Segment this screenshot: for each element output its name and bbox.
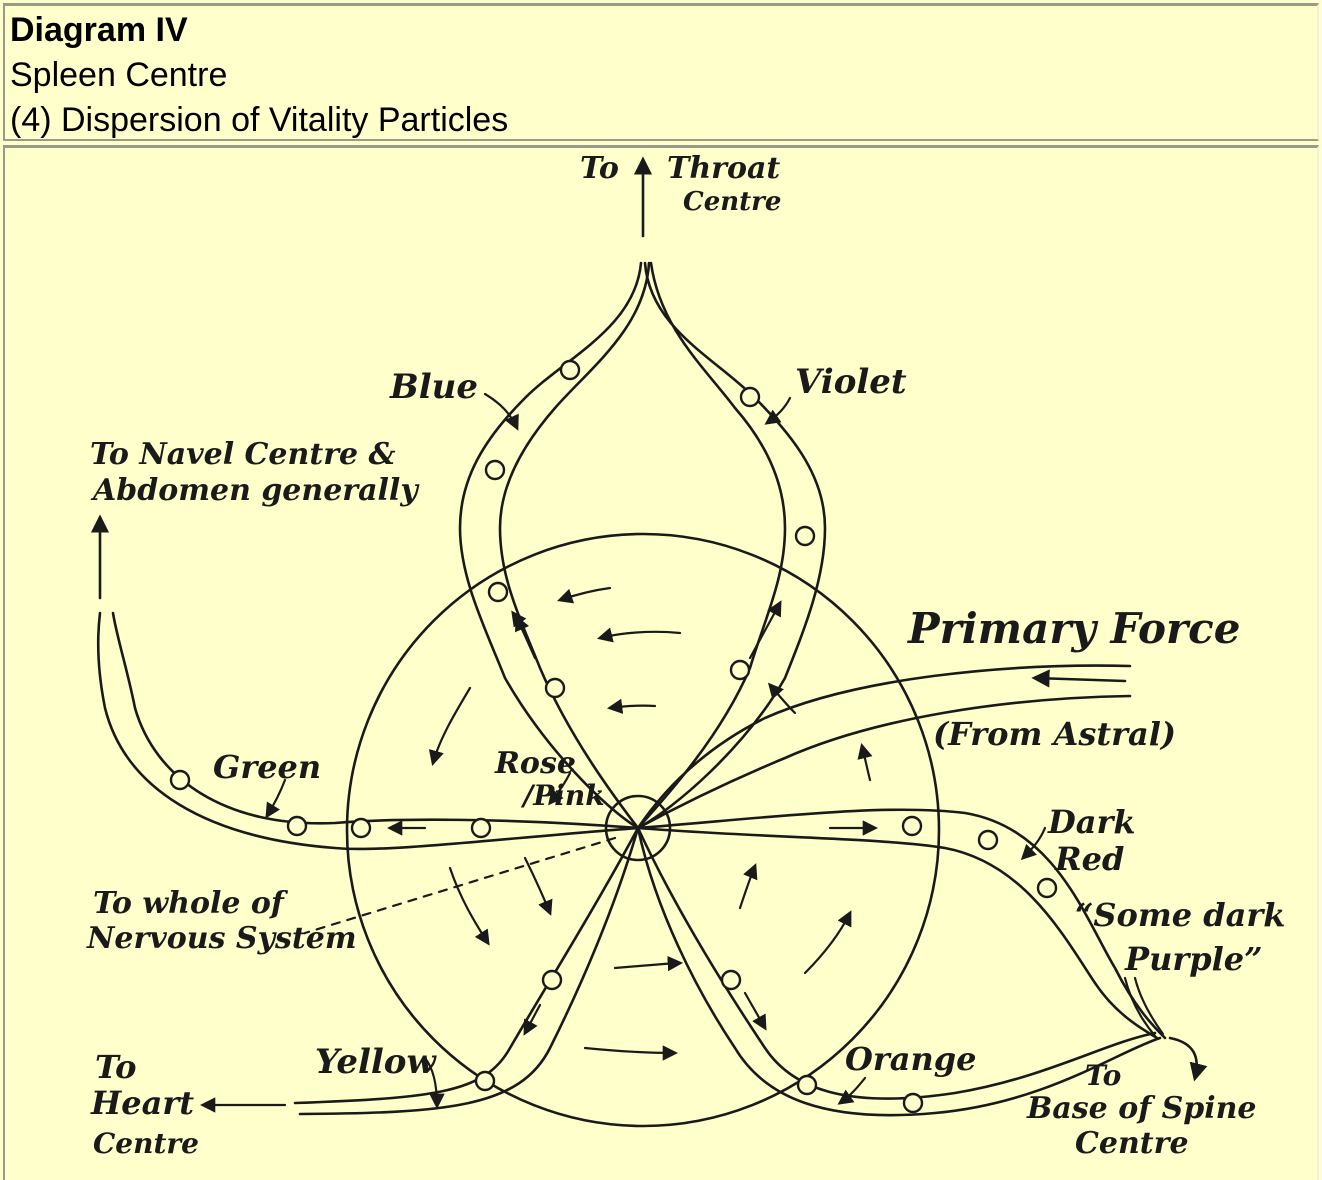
label-dark: Dark	[1047, 803, 1136, 841]
spine-arrow	[1170, 1038, 1197, 1078]
label-pink: /Pink	[520, 779, 605, 812]
label-green: Green	[213, 748, 321, 786]
primary-force-arrow	[1035, 678, 1125, 681]
label-spine-to: To	[1085, 1059, 1121, 1092]
label-primary-force: Primary Force	[907, 604, 1240, 653]
label-throat: Throat	[667, 151, 780, 186]
bead	[543, 971, 561, 989]
spleen-wheel-circle	[347, 534, 939, 1126]
bead	[288, 817, 306, 835]
label-navel-1: To Navel Centre &	[90, 437, 396, 472]
bead	[486, 461, 504, 479]
label-heart-to: To	[95, 1048, 136, 1086]
label-base-of-spine: Base of Spine	[1026, 1091, 1257, 1126]
label-violet: Violet	[795, 362, 907, 402]
bead	[476, 1072, 494, 1090]
green-channel-outer	[98, 613, 638, 849]
label-rose: Rose	[494, 746, 576, 781]
label-purple: Purple”	[1124, 940, 1262, 978]
bead	[472, 819, 490, 837]
diagram-subtitle: Spleen Centre	[10, 53, 1317, 98]
diagram-header: Diagram IV Spleen Centre (4) Dispersion …	[3, 3, 1319, 141]
label-to-throat: To	[580, 151, 619, 186]
label-yellow: Yellow	[315, 1042, 437, 1082]
diagram-title: Diagram IV	[10, 8, 1317, 53]
bead	[798, 1076, 816, 1094]
violet-channel-inner	[638, 263, 785, 828]
label-some-dark: “Some dark	[1075, 896, 1285, 934]
bead	[352, 819, 370, 837]
label-heart: Heart	[90, 1084, 194, 1122]
bead	[546, 679, 564, 697]
violet-channel-outer	[638, 263, 825, 828]
label-from-astral: (From Astral)	[933, 715, 1176, 753]
bead	[904, 1094, 922, 1112]
spleen-centre-diagram: To Throat Centre Blue Violet To Navel Ce…	[5, 148, 1317, 1180]
bead	[796, 527, 814, 545]
label-heart-centre: Centre	[93, 1127, 199, 1160]
diagram-caption: (4) Dispersion of Vitality Particles	[10, 98, 1317, 143]
bead	[979, 831, 997, 849]
bead	[489, 583, 507, 601]
label-blue: Blue	[389, 367, 478, 407]
label-red: Red	[1054, 840, 1124, 878]
blue-channel-inner	[500, 263, 649, 828]
label-throat-centre: Centre	[683, 187, 781, 217]
bead	[903, 817, 921, 835]
bead	[1038, 879, 1056, 897]
bead	[171, 771, 189, 789]
label-orange: Orange	[845, 1040, 976, 1078]
blue-channel-outer	[460, 263, 641, 828]
label-navel-2: Abdomen generally	[90, 473, 420, 508]
bead	[722, 971, 740, 989]
bead	[741, 388, 759, 406]
label-whole-of: To whole of	[93, 886, 289, 921]
label-spine-centre: Centre	[1075, 1126, 1189, 1161]
bead	[561, 361, 579, 379]
label-nervous-system: Nervous System	[86, 921, 357, 956]
diagram-canvas: To Throat Centre Blue Violet To Navel Ce…	[3, 145, 1319, 1180]
bead	[731, 661, 749, 679]
